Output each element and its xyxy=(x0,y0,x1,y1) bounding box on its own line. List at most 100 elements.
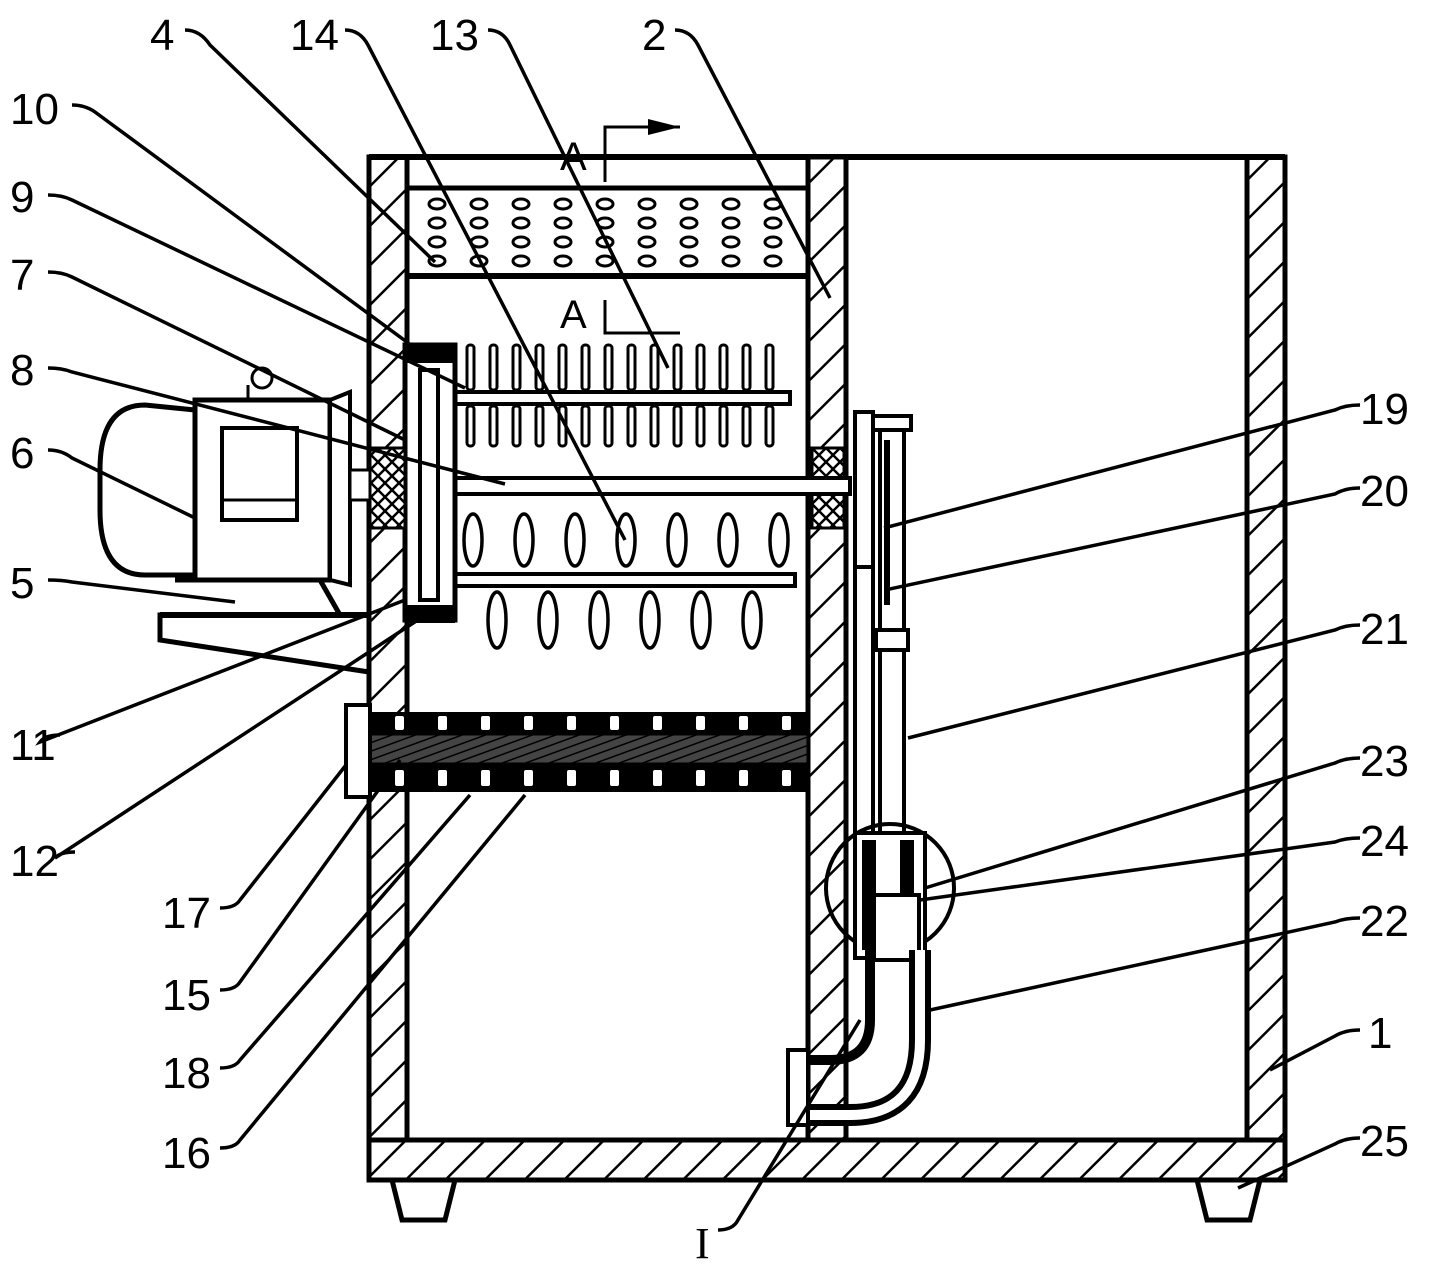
filter-slot-upper xyxy=(696,716,705,730)
filter-handle xyxy=(344,703,372,799)
housing-bottom-plate xyxy=(366,1137,1288,1183)
comb-tooth-upper xyxy=(649,343,660,392)
label-22: 22 xyxy=(1360,897,1409,946)
screen-hole xyxy=(763,216,783,230)
screen-hole xyxy=(511,254,531,268)
gear-plate xyxy=(418,368,440,602)
comb-tooth-lower xyxy=(718,404,729,448)
leader-I xyxy=(717,1019,862,1232)
screen-hole xyxy=(637,197,657,211)
leader-14 xyxy=(344,28,627,541)
rod-cap xyxy=(871,414,913,432)
pipe-outlet xyxy=(786,1048,810,1127)
label-11: 11 xyxy=(10,721,56,770)
leader-17 xyxy=(219,763,348,910)
label-1: 1 xyxy=(1368,1009,1392,1058)
comb-tooth-lower xyxy=(511,404,522,448)
filter-slot-upper xyxy=(739,716,748,730)
leader-21 xyxy=(907,623,1361,740)
comb-tooth-upper xyxy=(741,343,752,392)
screen-hole xyxy=(553,197,573,211)
filter-slot-lower xyxy=(653,770,662,786)
leader-8 xyxy=(47,366,506,486)
leader-4 xyxy=(184,28,437,264)
lower-blade-shaft xyxy=(453,572,797,588)
filter-mesh xyxy=(368,732,810,766)
filter-slot-lower xyxy=(481,770,490,786)
filter-holes xyxy=(395,716,791,786)
gear-top-block xyxy=(405,345,455,363)
inner-chamber xyxy=(805,154,849,1143)
comb-tooth-upper xyxy=(695,343,706,392)
blade-upper xyxy=(564,512,586,568)
comb-tooth-upper xyxy=(580,343,591,392)
rod-lower xyxy=(878,648,906,847)
motor-flange xyxy=(328,389,352,588)
leader-20 xyxy=(884,486,1361,592)
filter-slot-lower xyxy=(696,770,705,786)
filter-slot-upper xyxy=(438,716,447,730)
lower-blades xyxy=(462,512,790,650)
comb-tooth-upper xyxy=(718,343,729,392)
screen-hole xyxy=(637,235,657,249)
section-mark-bottom: A xyxy=(560,293,587,337)
comb-tooth-lower xyxy=(626,404,637,448)
comb-tooth-upper xyxy=(488,343,499,392)
filter-slot-upper xyxy=(395,716,404,730)
screen-hole xyxy=(595,254,615,268)
upper-comb-roller xyxy=(453,390,792,406)
comb-tooth-upper xyxy=(511,343,522,392)
leader-13 xyxy=(487,28,670,369)
comb-teeth xyxy=(465,343,775,448)
drain-pipe-inner xyxy=(790,950,925,1120)
leader-1 xyxy=(1269,1028,1361,1072)
screen-hole xyxy=(511,235,531,249)
leader-23 xyxy=(924,756,1361,890)
label-19: 19 xyxy=(1360,385,1409,434)
label-16: 16 xyxy=(162,1129,211,1178)
screen-hole xyxy=(721,216,741,230)
filter-slot-upper xyxy=(567,716,576,730)
leader-22 xyxy=(929,916,1361,1012)
upper-comb-shaft xyxy=(453,390,792,406)
blade-upper xyxy=(615,512,637,568)
screen-hole xyxy=(679,235,699,249)
comb-tooth-lower xyxy=(649,404,660,448)
screen-hole xyxy=(721,235,741,249)
support-feet xyxy=(388,1177,1264,1223)
filter-slot-lower xyxy=(782,770,791,786)
comb-tooth-upper xyxy=(465,343,476,392)
blade-lower xyxy=(588,590,610,650)
blade-lower xyxy=(690,590,712,650)
label-10: 10 xyxy=(10,85,59,134)
label-21: 21 xyxy=(1360,605,1409,654)
leader-11 xyxy=(35,598,406,746)
screen-hole xyxy=(721,254,741,268)
motor-assembly xyxy=(97,366,372,675)
screen-hole xyxy=(679,197,699,211)
filter-slot-lower xyxy=(567,770,576,786)
comb-tooth-lower xyxy=(534,404,545,448)
screen-hole xyxy=(637,254,657,268)
comb-tooth-upper xyxy=(672,343,683,392)
filter-slot-upper xyxy=(610,716,619,730)
screen-hole xyxy=(553,254,573,268)
leader-6 xyxy=(47,448,196,520)
blade-lower xyxy=(537,590,559,650)
label-15: 15 xyxy=(162,971,211,1020)
comb-tooth-lower xyxy=(764,404,775,448)
label-23: 23 xyxy=(1360,737,1409,786)
filter-slot-upper xyxy=(481,716,490,730)
screen-hole xyxy=(553,235,573,249)
blade-lower xyxy=(639,590,661,650)
label-14: 14 xyxy=(290,11,339,60)
motor-end-cap xyxy=(97,402,198,578)
screen-hole xyxy=(679,216,699,230)
leader-2 xyxy=(674,28,832,299)
rod-inner-dark xyxy=(884,440,890,605)
guide-sleeve xyxy=(853,410,875,569)
outer-tube xyxy=(853,565,875,839)
comb-tooth-lower xyxy=(741,404,752,448)
valve-seat xyxy=(872,893,921,962)
